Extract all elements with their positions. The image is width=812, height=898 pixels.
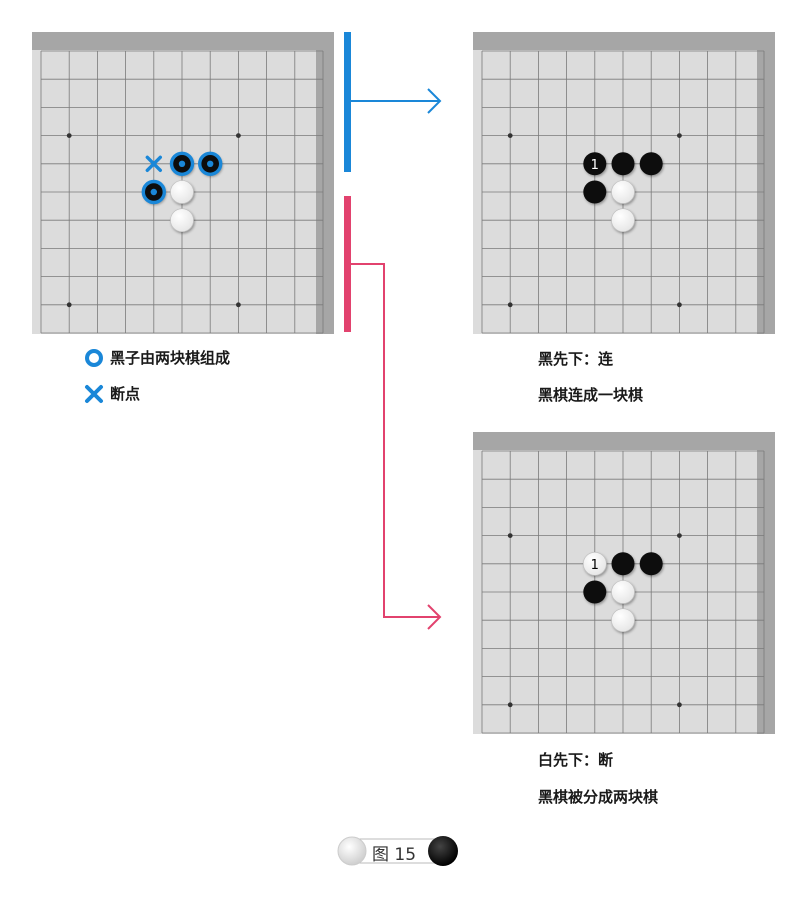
black-stone-icon — [428, 836, 458, 866]
legend-black-group-text: 黑子由两块棋组成 — [110, 349, 231, 367]
star-point — [66, 133, 72, 138]
black-stone — [583, 180, 607, 204]
caption-white-first-1: 白先下：断 — [538, 751, 614, 769]
star-point — [677, 702, 682, 708]
stone-number: 1 — [591, 558, 599, 573]
figure-label-text: 图 15 — [372, 845, 417, 865]
star-point — [507, 302, 513, 308]
star-point — [66, 302, 72, 308]
white-stone — [170, 180, 194, 204]
board-original — [32, 32, 334, 334]
star-point — [677, 533, 682, 538]
board-white-first: 1 — [473, 432, 775, 734]
group-marker — [197, 151, 223, 177]
caption-white-first-2: 黑棋被分成两块棋 — [538, 788, 659, 806]
black-stone — [639, 152, 663, 176]
cut-point-x — [145, 155, 162, 172]
black-stone — [611, 152, 635, 176]
caption-black-first-2: 黑棋连成一块棋 — [538, 386, 644, 404]
blue-x-icon — [85, 384, 103, 403]
white-stone — [611, 180, 635, 204]
star-point — [507, 702, 513, 708]
black-stone — [639, 552, 663, 576]
black-stone — [583, 580, 607, 604]
black-stone — [611, 552, 635, 576]
star-point — [507, 133, 513, 138]
group-marker — [141, 179, 167, 205]
stone-number: 1 — [591, 158, 599, 173]
white-stone — [611, 608, 635, 632]
star-point — [677, 302, 682, 308]
star-point — [507, 533, 513, 538]
star-point — [236, 133, 241, 138]
pink-bar — [344, 196, 351, 332]
white-stone — [583, 552, 607, 576]
blue-bar — [344, 32, 351, 172]
group-marker — [169, 151, 195, 177]
black-stone — [583, 152, 607, 176]
white-stone — [611, 580, 635, 604]
group-marker-dot — [150, 188, 157, 196]
blue-arrow — [351, 88, 442, 114]
star-point — [677, 133, 682, 138]
figure-label-decor — [337, 836, 458, 866]
group-marker-dot — [207, 160, 214, 167]
caption-black-first-1: 黑先下：连 — [538, 350, 614, 368]
white-stone — [170, 208, 194, 232]
legend-black-group: 黑子由两块棋组成 — [84, 347, 230, 368]
pink-arrow — [351, 263, 442, 630]
group-marker-dot — [178, 160, 186, 167]
legend-cut-point: 断点 — [84, 383, 140, 404]
white-stone-icon — [337, 836, 367, 866]
blue-ring-icon — [85, 348, 103, 367]
white-stone — [611, 208, 635, 232]
legend-cut-point-text: 断点 — [110, 385, 141, 403]
star-point — [236, 302, 241, 308]
board-black-first: 1 — [473, 32, 775, 334]
